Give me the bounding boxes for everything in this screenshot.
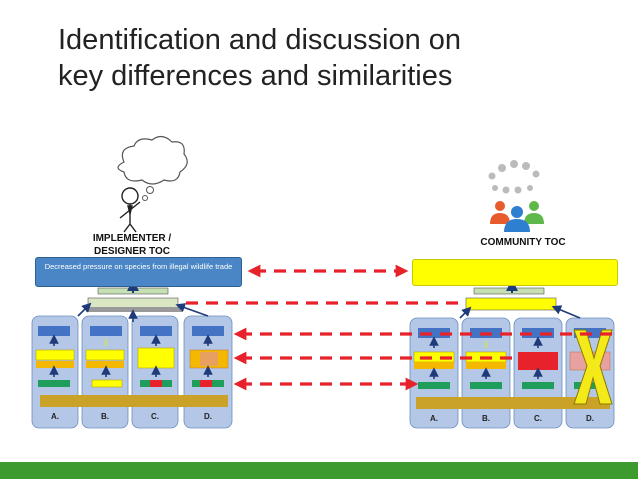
title-line-2: key differences and similarities	[58, 60, 453, 92]
right-col-label-c: C.	[534, 414, 542, 423]
community-group-icon	[490, 201, 544, 232]
implementer-label-line2: DESIGNER TOC	[94, 246, 170, 257]
slide-title: Identification and discussion on key dif…	[58, 22, 618, 94]
title-line-1: Identification and discussion on	[58, 24, 462, 56]
left-a-blue	[38, 326, 70, 336]
left-col-label-d: D.	[204, 412, 212, 421]
left-goal-box: Decreased pressure on species from illeg…	[35, 257, 242, 287]
cross-mark-icon	[573, 329, 613, 405]
left-b-blue	[90, 326, 122, 336]
comparison-dashed-arrows	[186, 264, 612, 391]
left-bar-mid	[87, 297, 179, 309]
implementer-label-line1: IMPLEMENTER /	[92, 233, 172, 244]
implementer-label: IMPLEMENTER / DESIGNER TOC	[80, 232, 184, 258]
left-toc-diagram	[31, 279, 233, 429]
left-col-label-c: C.	[151, 412, 159, 421]
thought-bubble-left-icon	[117, 135, 188, 201]
left-base-bar	[40, 395, 228, 407]
thinking-person-icon	[119, 187, 141, 233]
left-d-blue	[192, 326, 224, 336]
thought-bubble-right-icon	[488, 160, 540, 194]
community-label: COMMUNITY TOC	[480, 237, 566, 248]
left-col-label-b: B.	[101, 412, 109, 421]
right-goal-box	[412, 259, 618, 286]
left-col-label-a: A.	[51, 412, 59, 421]
right-col-label-b: B.	[482, 414, 490, 423]
left-c-blue	[140, 326, 172, 336]
footer-bar	[0, 462, 638, 479]
left-bar-shadow	[86, 307, 182, 312]
left-goal-text: Decreased pressure on species from illeg…	[44, 262, 233, 271]
right-col-label-a: A.	[430, 414, 438, 423]
right-col-label-d: D.	[586, 414, 594, 423]
